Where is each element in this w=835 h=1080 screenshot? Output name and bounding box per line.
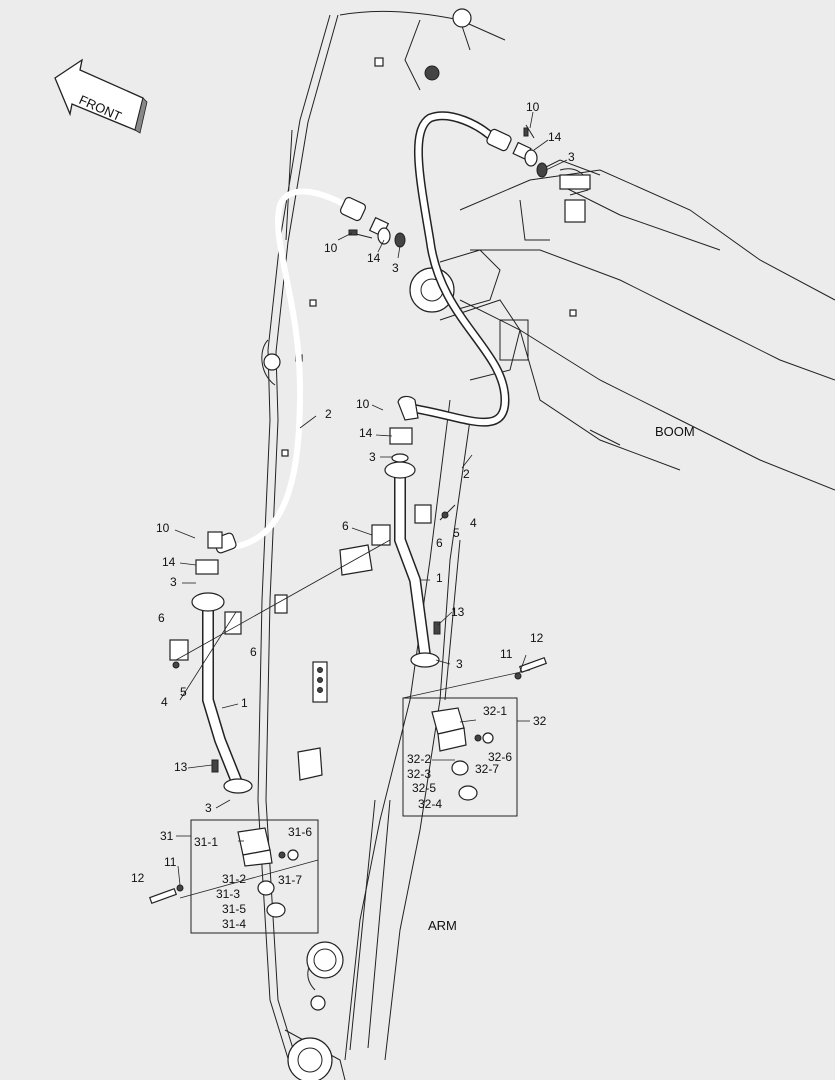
callout-11-left: 11: [164, 855, 177, 869]
callout-31-2: 31-2: [222, 872, 246, 886]
callout-32-3: 32-3: [407, 767, 431, 781]
callout-14-top-left: 14: [367, 251, 381, 265]
callout-6-left-b: 6: [250, 645, 257, 659]
callout-1-left: 1: [241, 696, 248, 710]
leader-lines: [174, 111, 568, 899]
pipe-1-right: [339, 427, 456, 668]
callout-10-top-right: 10: [526, 100, 540, 114]
callout-10-mid: 10: [356, 397, 370, 411]
callout-5-right: 5: [453, 526, 460, 540]
callout-3-top-right: 3: [568, 150, 575, 164]
hose-2-left: [213, 188, 367, 554]
callout-12-left: 12: [131, 871, 145, 885]
callout-1-right: 1: [436, 571, 443, 585]
callout-32-1: 32-1: [483, 704, 507, 718]
callout-32-4: 32-4: [418, 797, 442, 811]
callout-14-mid: 14: [359, 426, 373, 440]
callout-32-2: 32-2: [407, 752, 431, 766]
callout-6-right-a: 6: [342, 519, 349, 533]
valve-block-32: [402, 656, 548, 817]
top-left-fittings: [348, 216, 406, 248]
pipe-1-left: [169, 531, 253, 794]
callout-3-right-bottom: 3: [456, 657, 463, 671]
callout-6-right-b: 6: [436, 536, 443, 550]
callout-4-right: 4: [470, 516, 477, 530]
callout-14-top-right: 14: [548, 130, 562, 144]
callout-31-1: 31-1: [194, 835, 218, 849]
callout-31: 31: [160, 829, 174, 843]
callout-3-left-bottom: 3: [205, 801, 212, 815]
callout-10-top-left: 10: [324, 241, 338, 255]
callout-31-6: 31-6: [288, 825, 312, 839]
boom-structure: [409, 159, 835, 491]
arm-label: ARM: [428, 918, 457, 933]
callout-32-7: 32-7: [475, 762, 499, 776]
callout-31-5: 31-5: [222, 902, 246, 916]
top-right-fittings: [512, 124, 548, 178]
callout-3-top-left: 3: [392, 261, 399, 275]
callout-31-7: 31-7: [278, 873, 302, 887]
front-direction-arrow: FRONT: [54, 58, 148, 134]
callout-14-left: 14: [162, 555, 176, 569]
arm-structure: [257, 8, 506, 1080]
callout-2-left-hose: 2: [325, 407, 332, 421]
callout-12-right: 12: [530, 631, 544, 645]
callout-10-left: 10: [156, 521, 170, 535]
callout-4-left: 4: [161, 695, 168, 709]
callout-31-3: 31-3: [216, 887, 240, 901]
callout-13-left: 13: [174, 760, 188, 774]
callout-32: 32: [533, 714, 547, 728]
callout-3-left: 3: [170, 575, 177, 589]
callout-32-6: 32-6: [488, 750, 512, 764]
hose-2-right: [397, 111, 512, 427]
callout-5-left: 5: [180, 685, 187, 699]
boom-label: BOOM: [655, 424, 695, 439]
valve-block-31: [148, 819, 319, 934]
callout-31-4: 31-4: [222, 917, 246, 931]
callout-32-5: 32-5: [412, 781, 436, 795]
callout-2-right-hose: 2: [463, 467, 470, 481]
callout-6-left-a: 6: [158, 611, 165, 625]
callout-11-right: 11: [500, 647, 513, 661]
callout-3-mid: 3: [369, 450, 376, 464]
callout-labels: 10 14 3 10 14 3 2 2 10 14 3 10 14 3 6 6 …: [131, 100, 695, 933]
callout-13-right: 13: [451, 605, 465, 619]
